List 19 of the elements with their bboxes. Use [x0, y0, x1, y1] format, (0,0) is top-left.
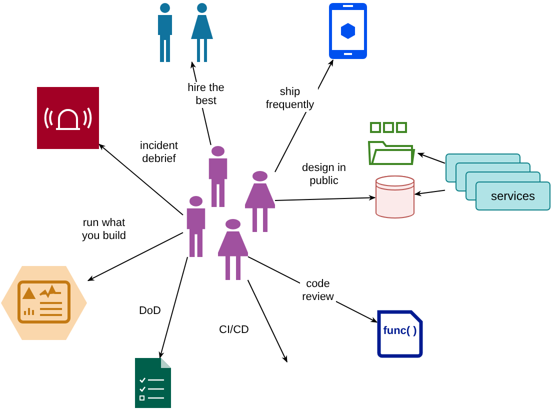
arrow [98, 144, 184, 216]
arrow [417, 152, 446, 164]
person-icon [245, 170, 275, 232]
edge-label: hire the best [186, 82, 226, 108]
node-label: func( ) [382, 325, 418, 337]
dashboard-icon [0, 265, 88, 341]
folder-icon [368, 122, 418, 166]
arrow [414, 190, 446, 196]
arrow [87, 232, 184, 282]
phone-icon [328, 2, 368, 60]
arrow [158, 256, 188, 359]
person-icon [218, 218, 248, 280]
edge-label: code review [300, 278, 336, 304]
arrow [274, 194, 376, 202]
checklist-icon [135, 358, 171, 408]
node-label: services [490, 188, 536, 205]
database-icon [375, 175, 415, 219]
alarm-icon [37, 87, 99, 149]
arrow [247, 280, 288, 363]
